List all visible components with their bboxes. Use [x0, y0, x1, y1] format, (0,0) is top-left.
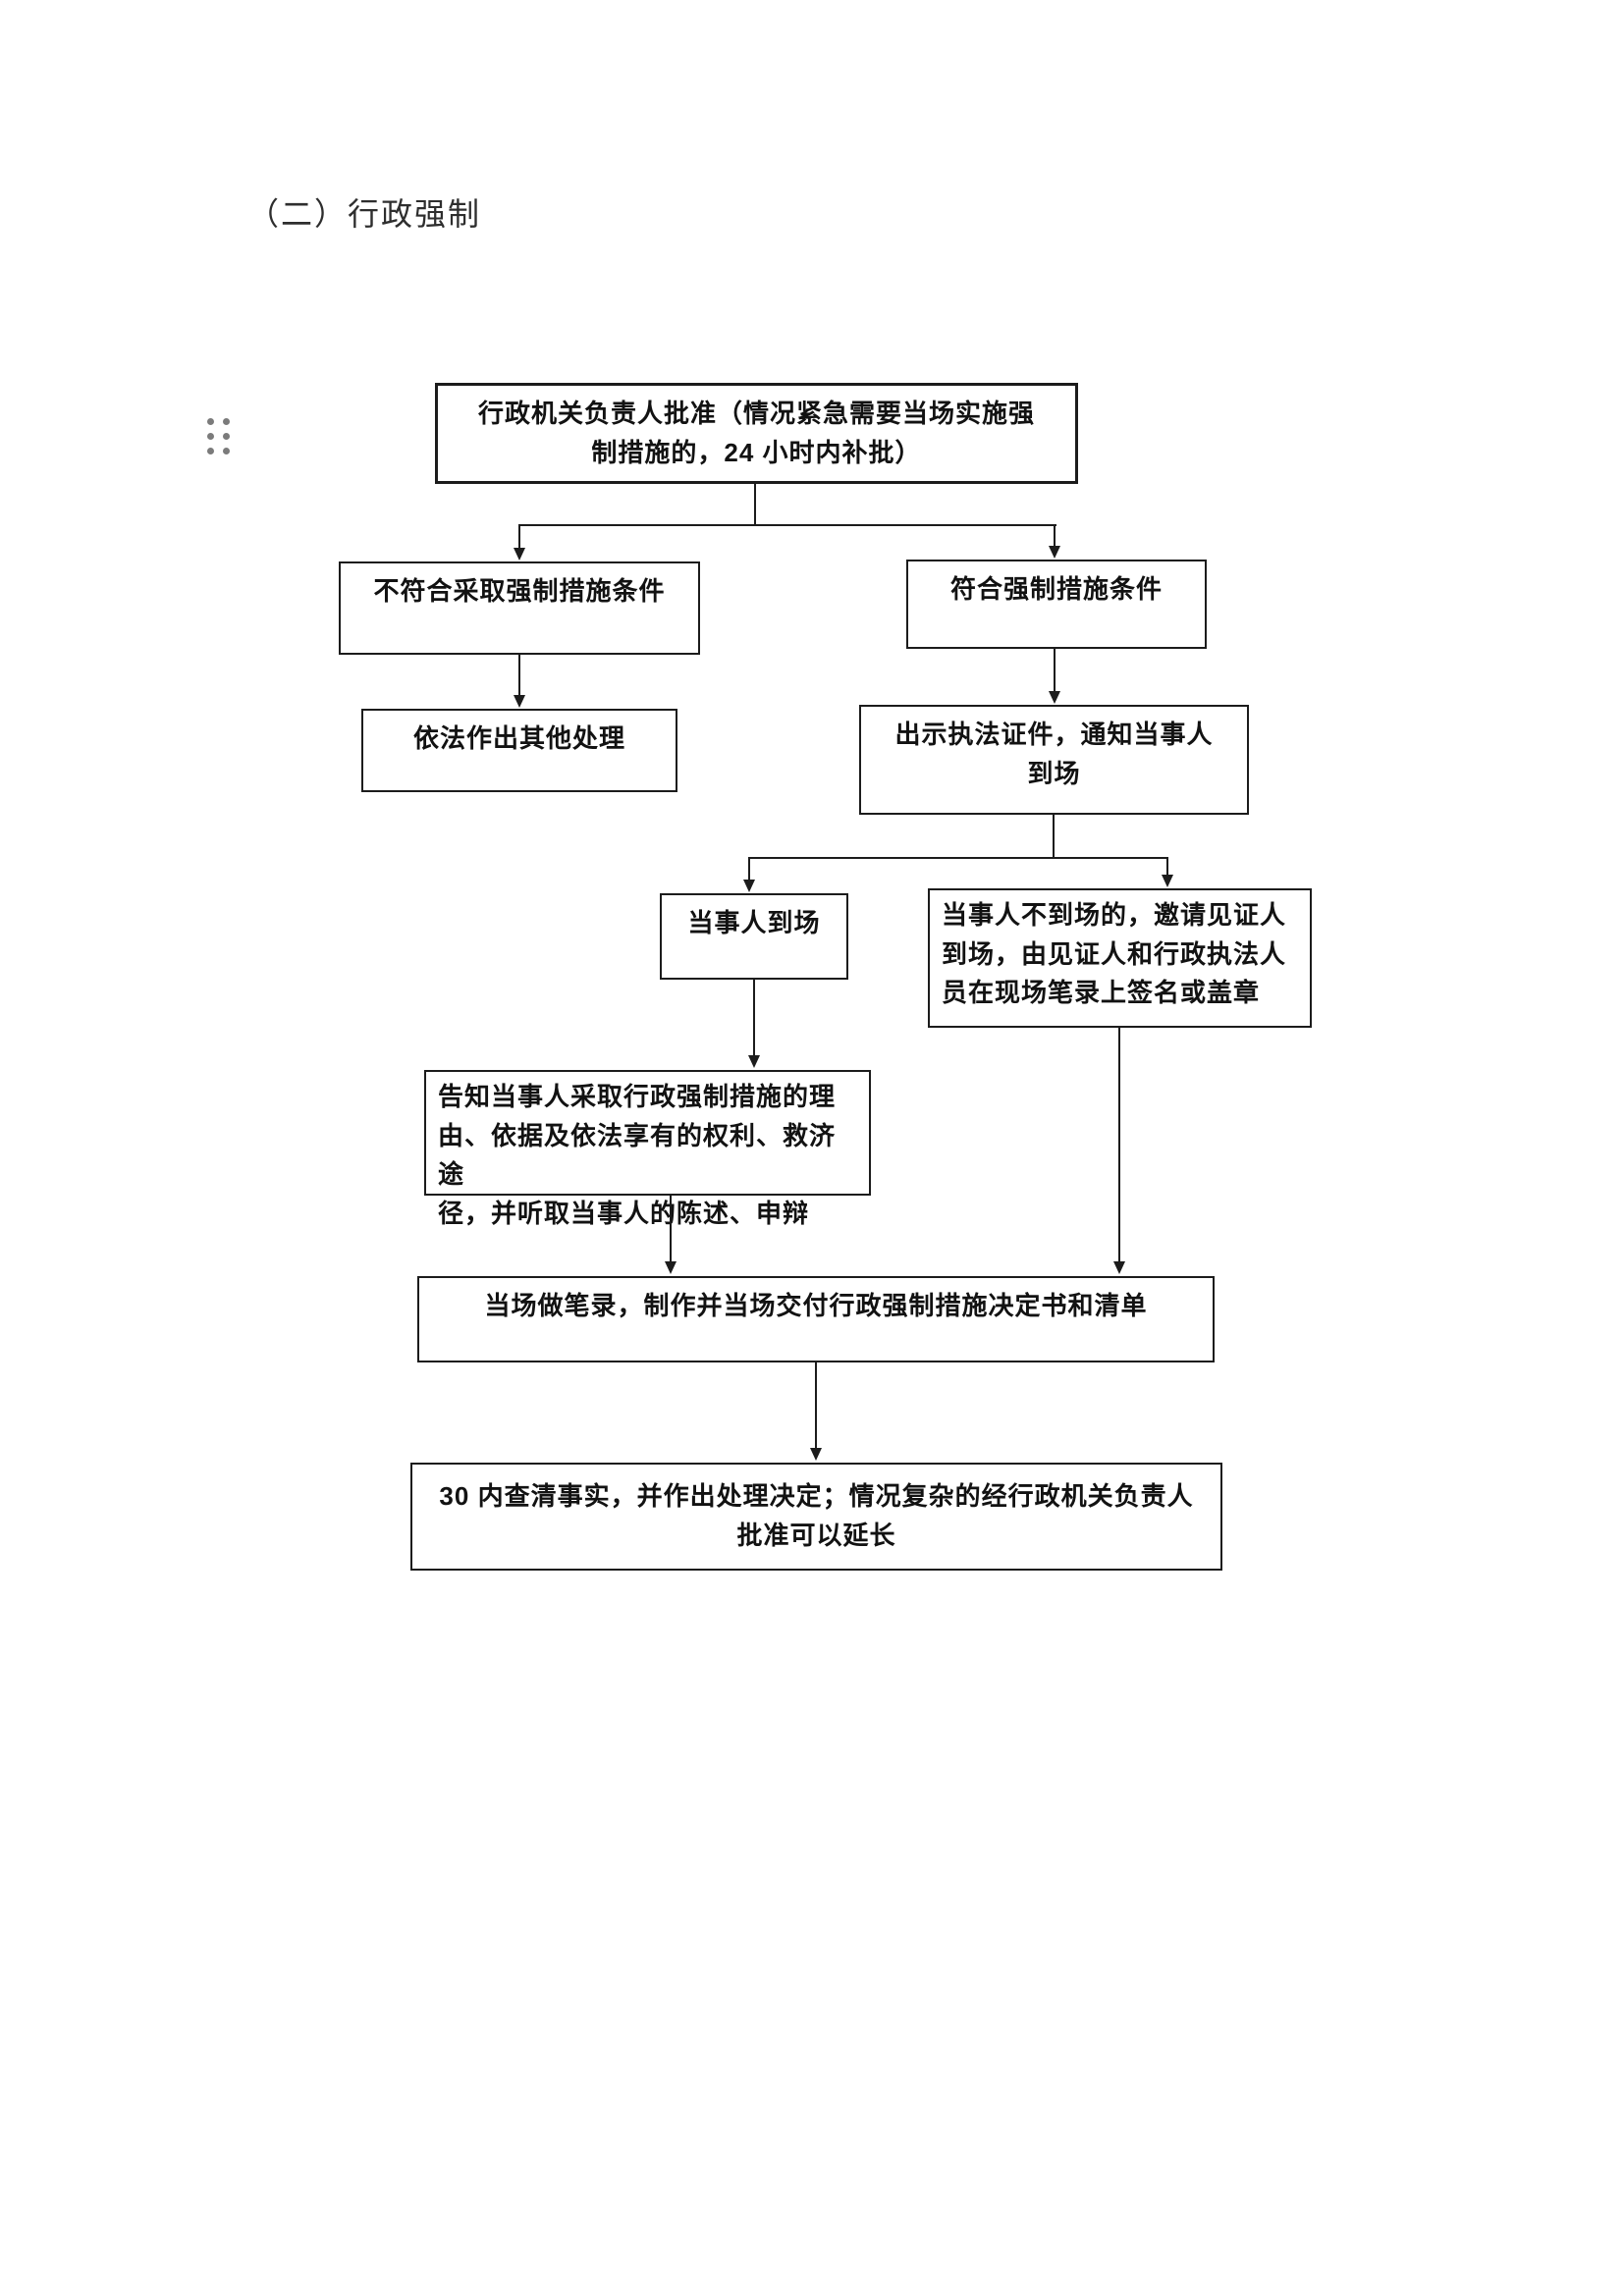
section-title: （二）行政强制: [247, 196, 482, 232]
flow-node-inform-party: 告知当事人采取行政强制措施的理 由、依据及依法享有的权利、救济途 径，并听取当事…: [424, 1070, 871, 1228]
flow-node-qualified: 符合强制措施条件: [906, 560, 1207, 649]
arrowhead-party-present: [743, 880, 755, 892]
flow-node-final-decision: 30 内查清事实，并作出处理决定；情况复杂的经行政机关负责人 批准可以延长: [410, 1463, 1222, 1571]
connector-present-inform: [753, 979, 755, 1056]
connector-qualified-showid: [1054, 648, 1056, 693]
connector-drop-absent: [1166, 857, 1168, 877]
flow-node-approval: 行政机关负责人批准（情况紧急需要当场实施强 制措施的，24 小时内补批）: [435, 383, 1078, 484]
arrowhead-party-absent: [1162, 875, 1173, 887]
connector-drop-present: [748, 857, 750, 881]
arrowhead-record-right: [1113, 1261, 1125, 1274]
arrowhead-other-handling: [514, 695, 525, 708]
drag-dot: [207, 418, 214, 425]
flow-node-not-qualified: 不符合采取强制措施条件: [339, 561, 700, 655]
connector-absent-record: [1118, 1027, 1120, 1262]
connector-inform-record: [670, 1195, 672, 1262]
arrowhead-not-qualified: [514, 548, 525, 561]
flow-node-show-credentials: 出示执法证件，通知当事人 到场: [859, 705, 1249, 815]
drag-dot: [207, 433, 214, 440]
arrowhead-show-credentials: [1049, 691, 1060, 704]
connector-notqualified-other: [518, 654, 520, 697]
connector-drop-not-qualified: [518, 524, 520, 550]
connector-record-decision: [815, 1362, 817, 1449]
arrowhead-inform: [748, 1055, 760, 1068]
drag-handle-icon[interactable]: [207, 418, 230, 454]
drag-dot: [223, 433, 230, 440]
connector-showid-feed: [1053, 814, 1055, 858]
drag-dot: [223, 448, 230, 454]
arrowhead-record-left: [665, 1261, 677, 1274]
drag-dot: [207, 448, 214, 454]
flow-node-other-handling: 依法作出其他处理: [361, 709, 677, 792]
arrowhead-decision: [810, 1448, 822, 1461]
connector-approval-feed: [754, 483, 756, 526]
connector-drop-qualified: [1054, 524, 1056, 548]
flow-node-make-record: 当场做笔录，制作并当场交付行政强制措施决定书和清单: [417, 1276, 1215, 1362]
flow-node-party-absent: 当事人不到场的，邀请见证人 到场，由见证人和行政执法人 员在现场笔录上签名或盖章: [928, 888, 1312, 1028]
arrowhead-qualified: [1049, 546, 1060, 559]
flow-node-party-present: 当事人到场: [660, 893, 848, 980]
connector-split2: [748, 857, 1168, 859]
drag-dot: [223, 418, 230, 425]
connector-split1: [518, 524, 1056, 526]
